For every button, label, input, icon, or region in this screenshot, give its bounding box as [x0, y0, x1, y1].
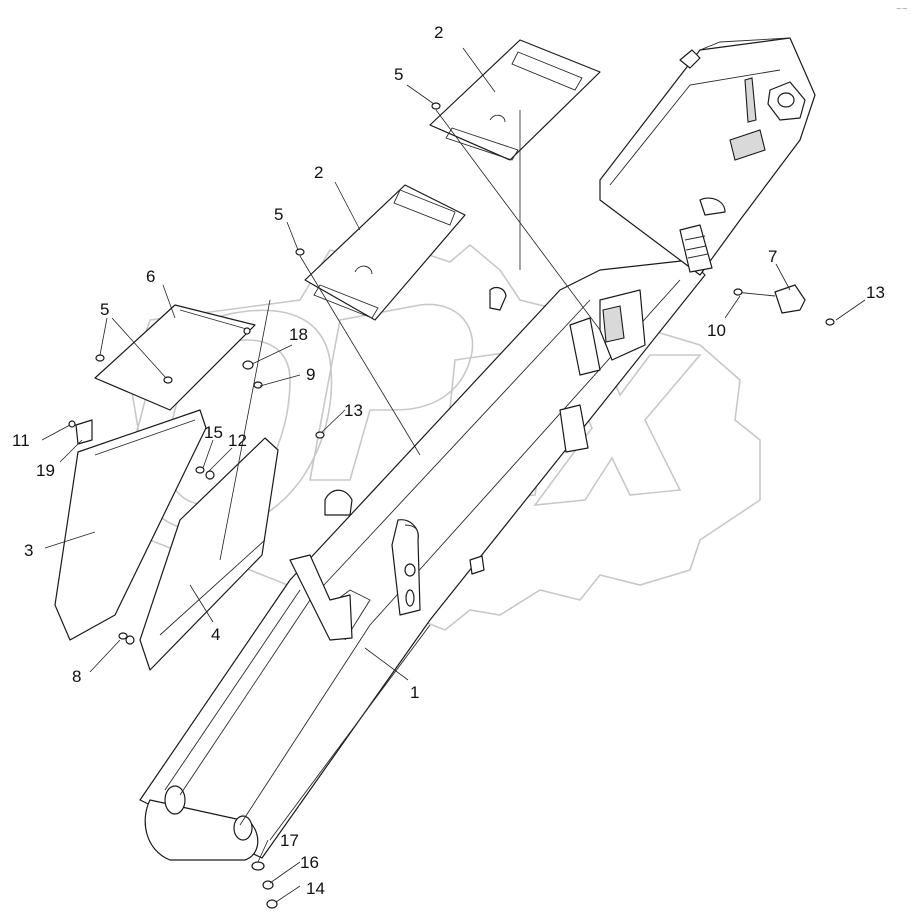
side-panel-left	[54, 409, 207, 641]
callout-3: 3	[24, 541, 33, 560]
callout-13: 13	[344, 401, 363, 420]
callout-18: 18	[289, 325, 308, 344]
callout-10: 10	[707, 321, 726, 340]
callout-7: 7	[768, 247, 777, 266]
callout-5: 5	[394, 65, 403, 84]
upper-housing	[469, 37, 816, 575]
callout-14: 14	[306, 879, 325, 898]
callout-5: 5	[274, 205, 283, 224]
leader-lines	[41, 47, 866, 903]
callout-15: 15	[204, 423, 223, 442]
bracket-part-7	[733, 284, 806, 314]
cover-plate-upper	[429, 39, 601, 161]
callout-19: 19	[36, 461, 55, 480]
callout-5: 5	[100, 300, 109, 319]
callout-4: 4	[211, 625, 220, 644]
callout-6: 6	[146, 267, 155, 286]
callout-17: 17	[280, 831, 299, 850]
callout-2: 2	[434, 23, 443, 42]
callout-8: 8	[72, 667, 81, 686]
callout-9: 9	[306, 365, 315, 384]
guard-plate-top	[94, 304, 256, 411]
callout-12: 12	[228, 431, 247, 450]
callout-labels: 2 5 2 5 6 5 18 9 13 11 15 12 19 3 4 8 1 …	[12, 23, 885, 898]
callout-16: 16	[300, 853, 319, 872]
corner-mark: ~~	[896, 4, 908, 15]
cover-plate-middle	[304, 184, 466, 321]
callout-2: 2	[314, 163, 323, 182]
callout-11: 11	[12, 431, 30, 450]
fasteners	[68, 102, 835, 909]
side-panel-right	[125, 437, 279, 671]
callout-13: 13	[866, 283, 885, 302]
callout-1: 1	[410, 683, 419, 702]
